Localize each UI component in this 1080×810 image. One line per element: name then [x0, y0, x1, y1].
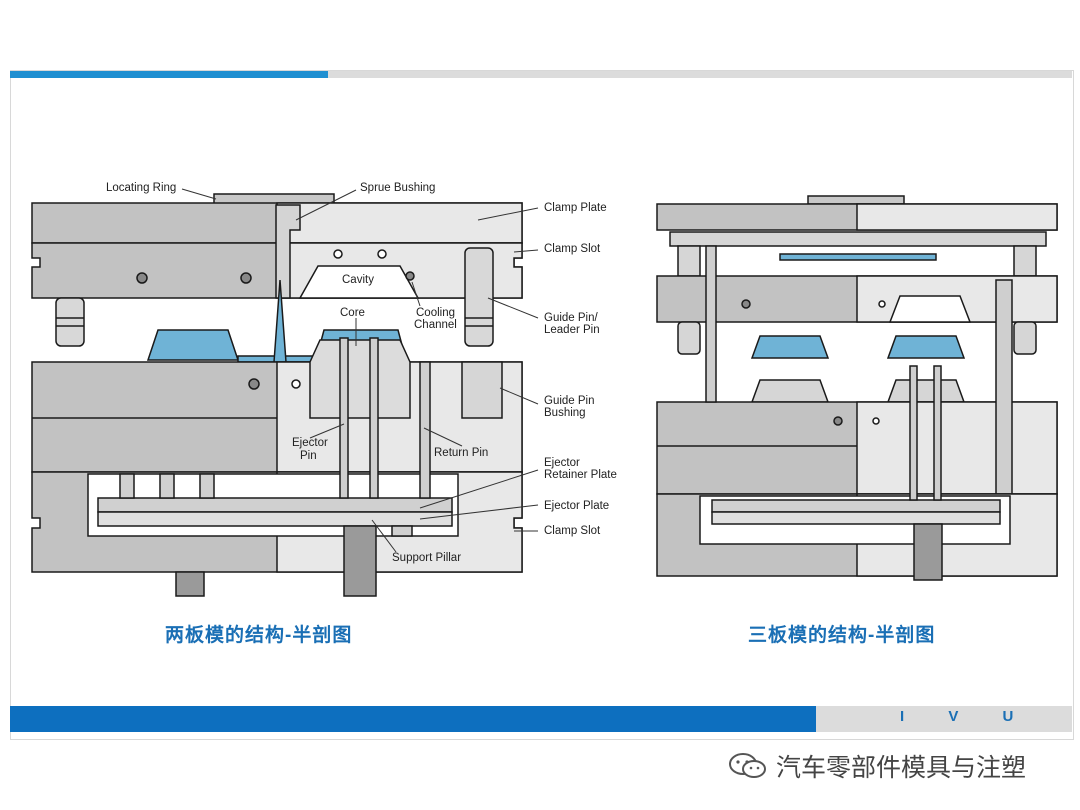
- wechat-icon: [729, 753, 766, 778]
- label-sprue-bushing: Sprue Bushing: [360, 182, 435, 194]
- label-ejector-retainer-1: Ejector: [544, 457, 580, 469]
- watermark-text: 汽车零部件模具与注塑: [776, 753, 1027, 782]
- label-clamp-plate: Clamp Plate: [544, 202, 607, 214]
- cooling-channel: [405, 271, 415, 281]
- label-guide-pin-1: Guide Pin/: [544, 312, 599, 324]
- sprue-bushing: [275, 204, 301, 299]
- footer-brand: I V U: [900, 708, 1034, 725]
- label-ejector-plate: Ejector Plate: [544, 500, 609, 512]
- support-pillar: [391, 525, 413, 537]
- label-guide-pin-2: Leader Pin: [544, 324, 600, 336]
- caption-two-plate: 两板模的结构-半剖图: [165, 625, 353, 646]
- ejector-plate: [97, 511, 453, 527]
- molded-part-left: [146, 329, 240, 361]
- label-clamp-slot-bottom: Clamp Slot: [544, 525, 601, 537]
- caption-three-plate: 三板模的结构-半剖图: [748, 625, 936, 646]
- ejector-pin-2: [369, 337, 379, 499]
- watermark: 汽车零部件模具与注塑: [728, 748, 1026, 784]
- return-pin: [419, 361, 431, 499]
- guide-pin-right: [464, 247, 494, 347]
- top-bar: [328, 71, 1072, 78]
- label-guide-bushing-2: Bushing: [544, 407, 586, 419]
- label-return-pin: Return Pin: [434, 447, 488, 459]
- label-locating-ring: Locating Ring: [106, 182, 176, 194]
- label-cooling-2: Channel: [414, 319, 457, 331]
- label-ejector-retainer-2: Retainer Plate: [544, 469, 617, 481]
- footer-bar: [10, 706, 816, 732]
- core: [309, 339, 411, 419]
- knockout-rod: [343, 525, 377, 597]
- top-accent-bar: [10, 71, 328, 78]
- ejector-pin-1: [339, 337, 349, 499]
- label-cavity: Cavity: [342, 274, 374, 286]
- guide-pin-left: [55, 297, 85, 347]
- label-guide-bushing-1: Guide Pin: [544, 395, 595, 407]
- label-clamp-slot-top: Clamp Slot: [544, 243, 601, 255]
- footer-bar-right: [816, 706, 1072, 732]
- label-support-pillar: Support Pillar: [392, 552, 461, 564]
- cavity-recess: [298, 265, 420, 299]
- guide-pin-bushing: [461, 361, 503, 419]
- label-ejector-pin-2: Pin: [300, 450, 317, 462]
- label-core: Core: [340, 307, 365, 319]
- label-cooling-1: Cooling: [416, 307, 455, 319]
- label-ejector-pin-1: Ejector: [292, 437, 328, 449]
